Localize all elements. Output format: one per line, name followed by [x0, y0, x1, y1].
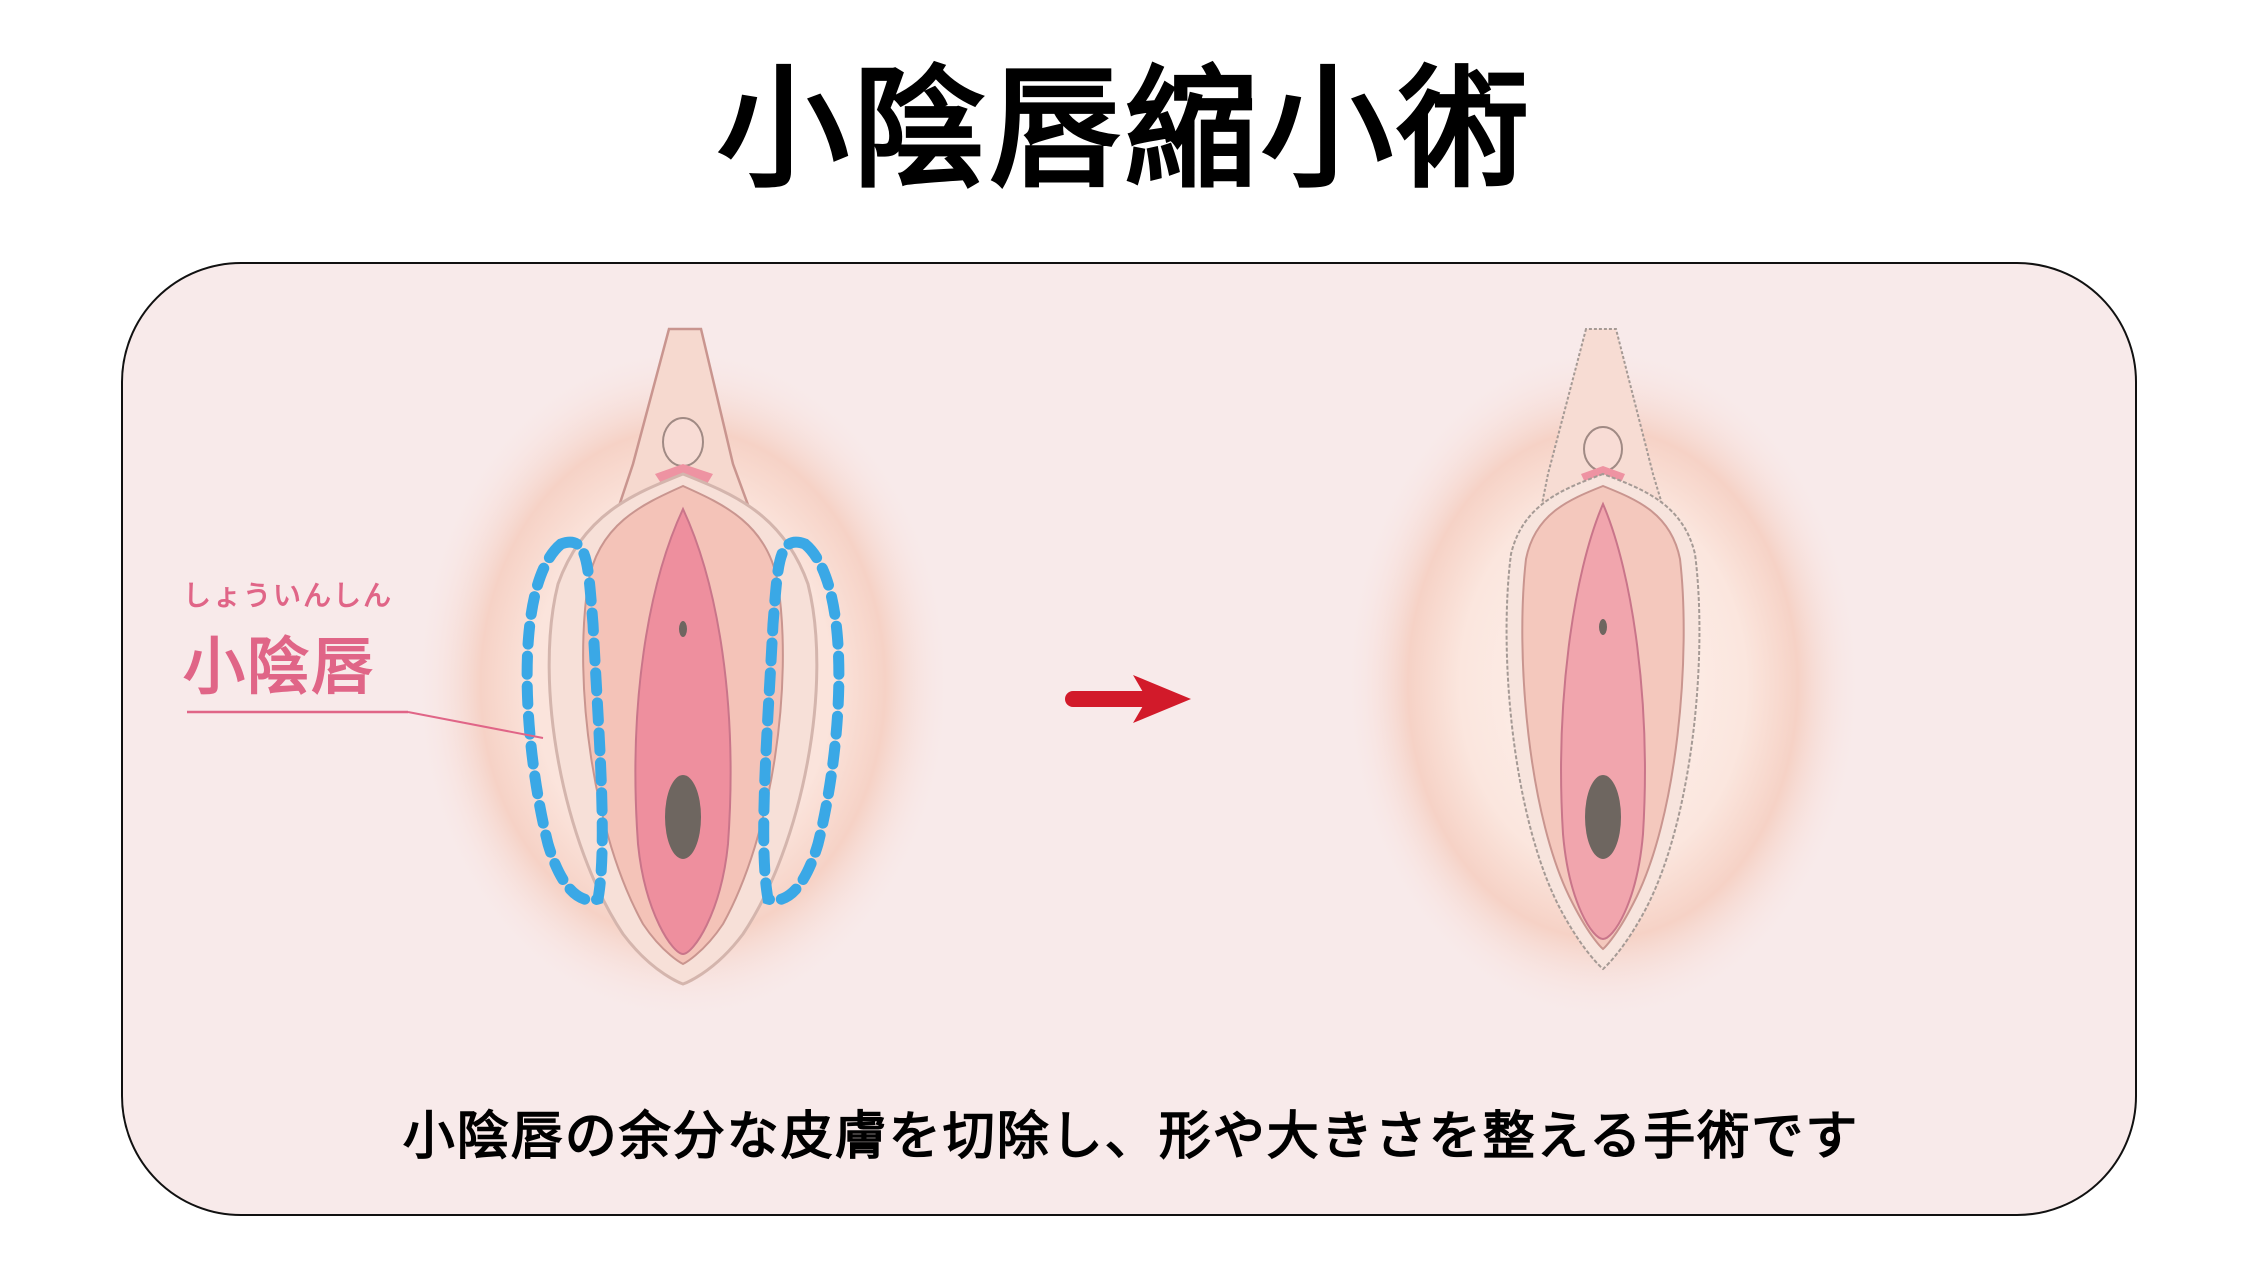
arrow-right-icon	[1065, 675, 1191, 723]
right-dashed-marker	[758, 536, 845, 906]
labia-minora-label: しょういんしん 小陰唇	[183, 574, 393, 706]
urethra-dot	[679, 621, 687, 637]
caption: 小陰唇の余分な皮膚を切除し、形や大きさを整える手術です	[402, 1107, 1860, 1167]
clitoris-shape	[662, 417, 704, 467]
vestibule-shape	[634, 506, 732, 956]
label-ruby: しょういんしん	[183, 579, 394, 612]
label-main: 小陰唇	[183, 630, 376, 703]
after-illustration	[1343, 328, 1863, 1024]
vaginal-opening	[1585, 775, 1621, 859]
diagram-panel: しょういんしん 小陰唇 小陰唇の余分な皮膚を切除し、形や大きさを整える手術です	[121, 262, 2137, 1216]
clitoris-shape	[1583, 426, 1623, 472]
leader-line	[187, 710, 544, 739]
left-dashed-marker	[521, 536, 608, 906]
page-title: 小陰唇縮小術	[717, 53, 1533, 207]
vaginal-opening	[665, 775, 701, 859]
before-illustration	[413, 327, 943, 1024]
urethra-dot	[1599, 619, 1607, 635]
vestibule-shape	[1560, 501, 1646, 941]
